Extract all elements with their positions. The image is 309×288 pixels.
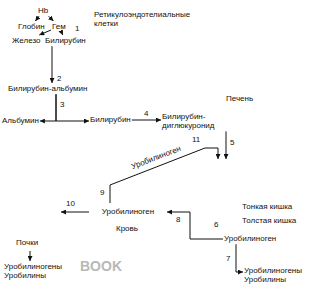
callout-number: 2 — [57, 74, 61, 83]
flow-arrow — [132, 120, 161, 121]
node-text: Билирубин-диглюкуронид — [162, 112, 232, 130]
cell-label: Ретикулоэндотелиальные клетки — [94, 10, 206, 28]
liver-outline — [68, 84, 286, 200]
node-text: Уробилиногены Уробилины — [244, 266, 306, 284]
flow-arrow — [52, 46, 53, 83]
flow-arrow — [56, 94, 89, 121]
flow-arrow — [62, 32, 63, 35]
node-text: Билирубин-альбумин — [8, 84, 87, 93]
callout-number: 10 — [66, 199, 75, 208]
callout-number: 1 — [75, 24, 79, 33]
callout-number: 7 — [226, 254, 230, 263]
molecule-label: Билирубин-альбумин — [8, 84, 87, 93]
node-text: Глобин — [18, 22, 45, 31]
molecule-label: Билирубин — [90, 115, 131, 124]
node-text: Тонкая кишка — [242, 202, 292, 211]
flow-arrow — [49, 16, 54, 21]
flow-arrow — [40, 94, 56, 121]
watermark: BOOK — [80, 258, 122, 274]
callout-number: 11 — [192, 135, 200, 144]
excretion-label: Уробилиногены Уробилины — [4, 262, 66, 280]
intestine-path — [202, 160, 302, 262]
node-text: Билирубин — [45, 36, 86, 45]
kidney-outline — [4, 146, 60, 234]
molecule-label: Уробилиноген — [224, 234, 276, 243]
node-text: Железо — [12, 36, 40, 45]
callout-number: 8 — [176, 215, 180, 224]
kidney-organ: Почки — [4, 146, 60, 250]
callout-number: 4 — [144, 109, 148, 118]
liver-path — [70, 86, 283, 198]
molecule-label: Альбумин — [2, 116, 39, 125]
node-text: Уробилиноген — [90, 207, 166, 216]
node-text: Hb — [38, 6, 48, 15]
molecule-label: Железо — [12, 36, 40, 45]
molecule-label: Гем — [52, 22, 66, 31]
node-text: Толстая кишка — [242, 216, 296, 225]
callout-number: 5 — [230, 138, 234, 147]
kidney-path — [7, 149, 54, 230]
flow-arrow — [167, 212, 223, 239]
node-text: Гем — [52, 22, 66, 31]
blood-vessel: Уробилиноген — [90, 204, 166, 220]
callout-number: 6 — [214, 220, 218, 229]
node-text: Почки — [16, 238, 38, 247]
molecule-label: Билирубин-диглюкуронид — [162, 112, 232, 130]
molecule-label: Билирубин — [45, 36, 86, 45]
molecule-label: Hb — [38, 6, 48, 15]
flow-arrow — [226, 131, 227, 159]
node-text: Альбумин — [2, 116, 39, 125]
node-text: Печень — [226, 94, 253, 103]
vessel-path — [91, 205, 165, 219]
excretion-label: Уробилиногены Уробилины — [244, 266, 306, 284]
node-text: Билирубин — [90, 115, 131, 124]
flow-arrow — [61, 212, 89, 213]
callout-number: 3 — [60, 100, 64, 109]
liver-organ: ПеченьБилирубин Билирубин-диглюкуронид — [68, 84, 286, 200]
node-text: Уробилиногены Уробилины — [4, 262, 66, 280]
region-label: Кровь — [116, 224, 138, 233]
flow-arrow — [30, 251, 31, 261]
flow-arrow — [236, 244, 243, 272]
flow-arrow — [35, 16, 39, 21]
molecule-label: Глобин — [18, 22, 45, 31]
callout-number: 9 — [100, 188, 104, 197]
intestine-organ: Тонкая кишкаТолстая кишкаУробилиноген — [196, 160, 304, 262]
node-text: Уробилиноген — [224, 234, 276, 243]
